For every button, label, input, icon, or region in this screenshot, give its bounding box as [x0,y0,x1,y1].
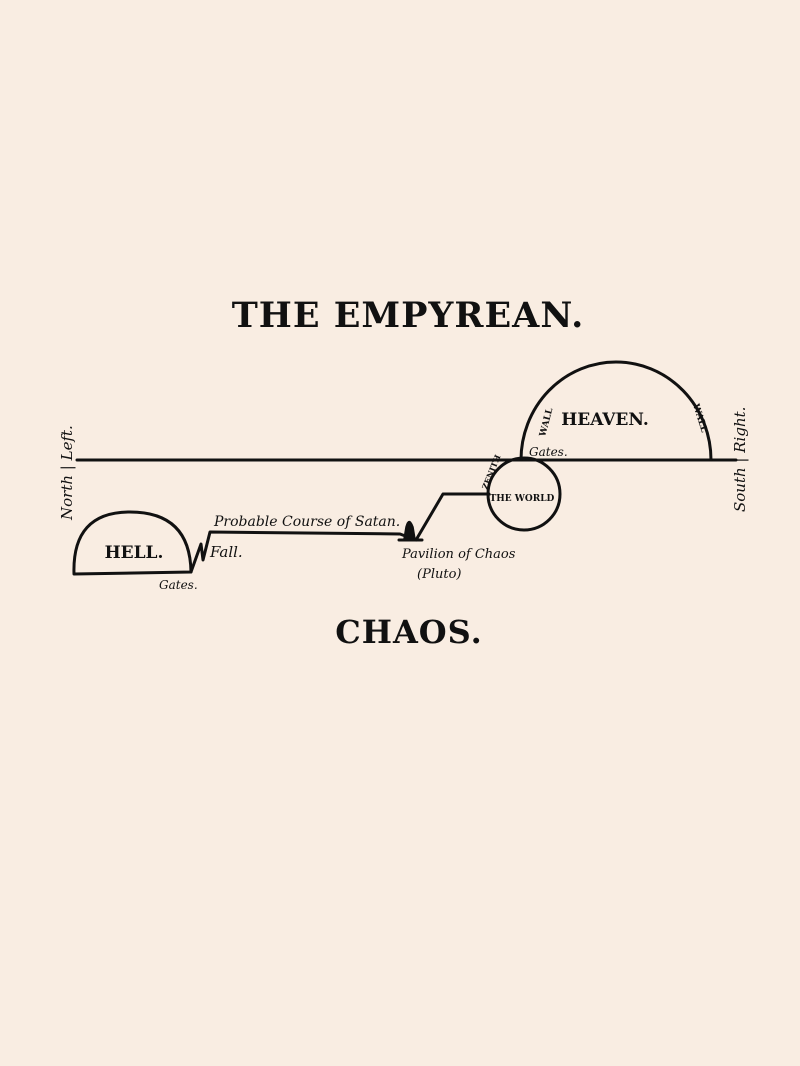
heaven-dome [519,360,713,462]
hell-dome [72,510,193,576]
fall-label: Fall. [209,543,243,561]
pavilion-label: Pavilion of Chaos [401,547,516,562]
course-of-satan-label: Probable Course of Satan. [213,514,400,530]
pluto-label: (Pluto) [417,567,461,582]
heaven-wall-left-label: WALL [538,406,556,438]
heaven-gates-label: Gates. [529,445,568,459]
chaos-title: CHAOS. [335,613,483,651]
hell-gates-label: Gates. [159,578,198,592]
zenith-label: ZENITH [480,453,503,491]
south-right-label: South | Right. [731,407,749,512]
heaven-wall-right-label: WALL [690,402,709,434]
heaven-label: HEAVEN. [561,410,649,430]
world-label: THE WORLD [490,494,555,504]
pavilion-of-chaos-figure [403,520,416,540]
ascent-to-world-line [414,492,491,542]
satan-course-line [189,530,418,574]
empyrean-title: THE EMPYREAN. [232,295,585,336]
hell-label: HELL. [105,543,164,563]
north-left-label: North | Left. [58,425,76,521]
